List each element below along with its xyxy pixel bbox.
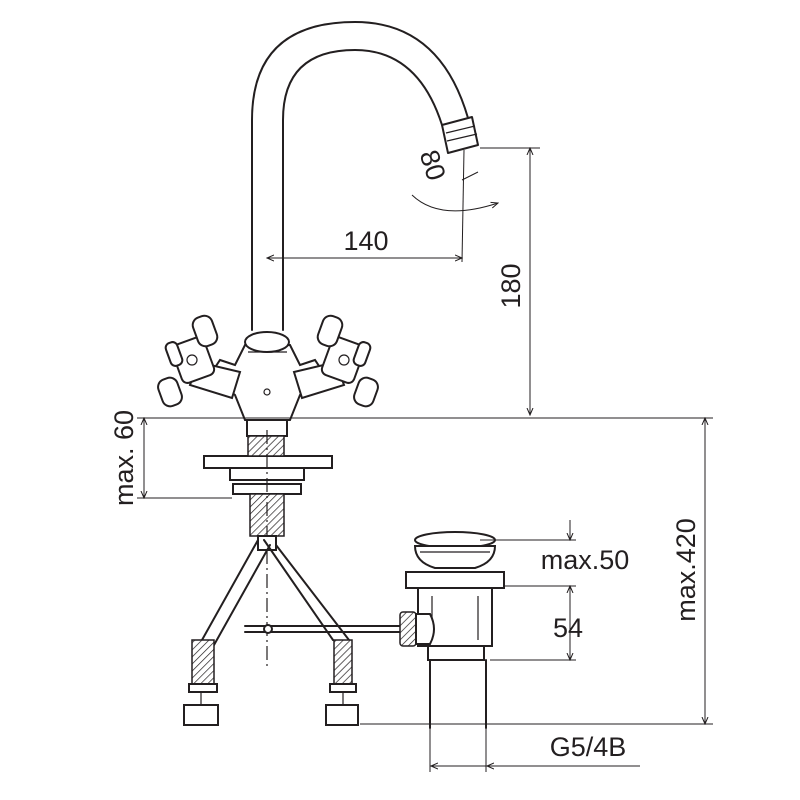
spout-height-label: 180 bbox=[496, 263, 526, 308]
spout-height-dimension: 180 bbox=[480, 148, 540, 415]
drain-body-label: 54 bbox=[553, 613, 583, 643]
reach-label: 140 bbox=[343, 226, 388, 256]
total-height-label: max.420 bbox=[671, 518, 701, 622]
rotation-label: 80 bbox=[414, 146, 452, 184]
popup-rod bbox=[244, 624, 401, 634]
drain-thread-label: G5/4B bbox=[550, 732, 627, 762]
reach-dimension: 140 bbox=[267, 226, 462, 258]
mixer-body bbox=[188, 331, 346, 421]
spout-rotation-dimension: 80 bbox=[411, 146, 498, 263]
left-cross-handle bbox=[157, 314, 219, 408]
deck-thickness-dimension: max. 60 bbox=[109, 410, 232, 506]
drain-thread-dimension: G5/4B bbox=[429, 728, 640, 772]
drain-assembly bbox=[399, 531, 505, 729]
right-cross-handle bbox=[316, 314, 379, 408]
deck-thickness-label: max. 60 bbox=[109, 410, 139, 506]
drain-plug-label: max.50 bbox=[541, 545, 630, 575]
total-height-dimension: max.420 bbox=[360, 418, 713, 724]
spout bbox=[251, 21, 479, 331]
drain-plug-dimension: max.50 bbox=[480, 520, 630, 587]
mounting-assembly bbox=[183, 419, 359, 726]
drain-body-dimension: 54 bbox=[490, 586, 583, 660]
